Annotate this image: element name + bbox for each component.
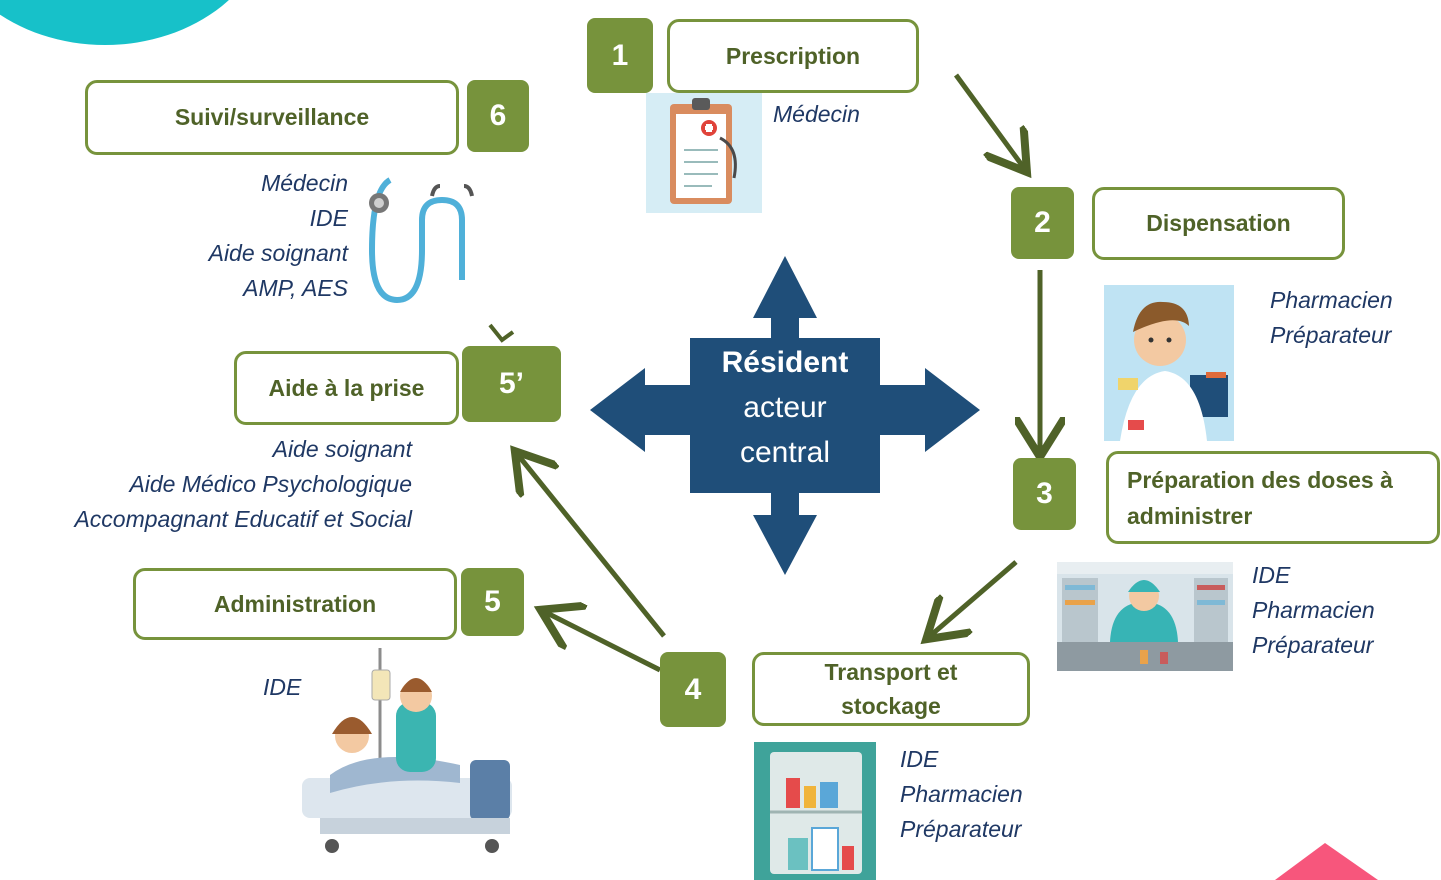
step-1-number: 1 [587,18,653,93]
role: Aide Médico Psychologique [129,471,412,497]
step-4-label-line1: Transport et [824,659,958,685]
role: AMP, AES [243,275,348,301]
step-6-number: 6 [467,80,529,152]
arrow-4-to-5 [545,612,662,673]
step-3-label-line2: administrer [1127,502,1253,529]
step-3-roles: IDE Pharmacien Préparateur [1252,558,1375,663]
step-4-transport-box: Transport et stockage [752,652,1030,726]
step-4-roles: IDE Pharmacien Préparateur [900,742,1023,847]
step-2-dispensation-box: Dispensation [1092,187,1345,260]
role: IDE [900,746,939,772]
role: IDE [263,674,302,700]
nurse-patient-icon [302,648,512,853]
role: Médecin [773,101,860,127]
step-2-roles: Pharmacien Préparateur [1270,283,1393,353]
center-line3: central [739,436,831,469]
step-5prime-number: 5’ [462,346,561,422]
center-title: Résident [721,346,849,379]
arrow-5prime-to-6-tick [488,323,515,343]
step-2-number: 2 [1011,187,1074,259]
role: Accompagnant Educatif et Social [74,506,412,532]
step-5prime-roles: Aide soignant Aide Médico Psychologique … [0,432,412,537]
corner-pink-shape [1275,843,1378,880]
step-3-label-line1: Préparation des doses à [1127,466,1393,493]
role: Aide soignant [208,240,348,266]
step-5-roles: IDE [263,670,301,705]
step-5-number: 5 [461,568,524,636]
lab-icon [1057,562,1233,671]
clipboard-icon [646,93,762,213]
step-5-administration-box: Administration [133,568,457,640]
role: Médecin [261,170,348,196]
medicine-cabinet-icon [754,742,876,880]
role: IDE [1252,562,1291,588]
role: Pharmacien [900,781,1023,807]
role: Pharmacien [1252,597,1375,623]
center-line2: acteur [743,391,827,424]
role: IDE [309,205,348,231]
step-4-number: 4 [660,652,726,727]
step-6-roles: Médecin IDE Aide soignant AMP, AES [100,166,348,306]
role: Préparateur [1270,322,1392,348]
center-label: Résident acteur central [690,340,880,490]
pharmacist-icon [1104,285,1234,441]
center-cross-arrow [590,256,980,575]
arrow-1-to-2 [953,73,1024,168]
step-1-roles: Médecin [773,97,860,132]
role: Pharmacien [1270,287,1393,313]
role: Aide soignant [272,436,412,462]
arrow-3-to-4 [930,560,1018,636]
step-6-suivi-box: Suivi/surveillance [85,80,459,155]
step-3-preparation-box: Préparation des doses à administrer [1106,451,1440,544]
step-4-label-line2: stockage [841,693,941,719]
stethoscope-icon [368,177,474,304]
step-5prime-aide-box: Aide à la prise [234,351,459,425]
step-3-number: 3 [1013,458,1076,530]
role: Préparateur [1252,632,1374,658]
step-1-prescription-box: Prescription [667,19,919,93]
role: Préparateur [900,816,1022,842]
arrow-4-to-5prime [518,455,666,638]
